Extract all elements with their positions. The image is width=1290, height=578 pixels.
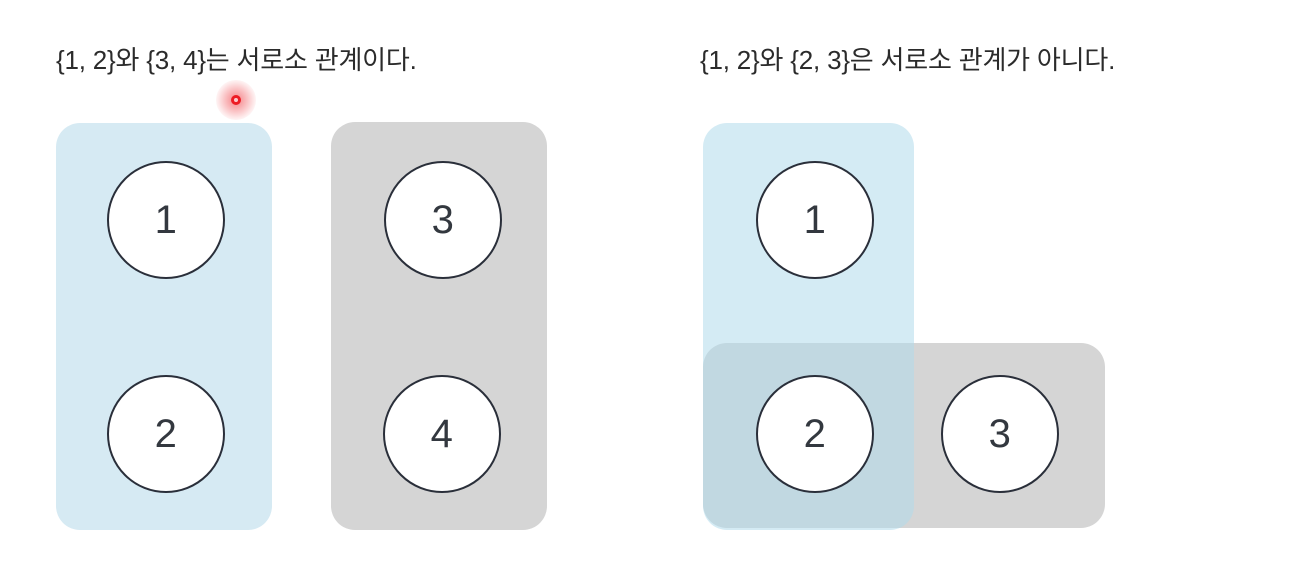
right-node-2-shared[interactable]: 2 (756, 375, 874, 493)
click-marker-ring (231, 95, 241, 105)
node-label: 3 (431, 198, 455, 242)
node-label: 2 (803, 412, 827, 456)
left-node-4[interactable]: 4 (383, 375, 501, 493)
click-marker-halo (216, 80, 256, 120)
right-figure-caption: {1, 2}와 {2, 3}은 서로소 관계가 아니다. (700, 45, 1116, 75)
node-label: 3 (988, 412, 1012, 456)
node-label: 2 (154, 412, 178, 456)
left-node-3[interactable]: 3 (384, 161, 502, 279)
right-node-3[interactable]: 3 (941, 375, 1059, 493)
node-label: 1 (154, 198, 178, 242)
left-figure-caption: {1, 2}와 {3, 4}는 서로소 관계이다. (56, 45, 417, 75)
right-node-1[interactable]: 1 (756, 161, 874, 279)
node-label: 4 (430, 412, 454, 456)
left-node-1[interactable]: 1 (107, 161, 225, 279)
left-node-2[interactable]: 2 (107, 375, 225, 493)
node-label: 1 (803, 198, 827, 242)
